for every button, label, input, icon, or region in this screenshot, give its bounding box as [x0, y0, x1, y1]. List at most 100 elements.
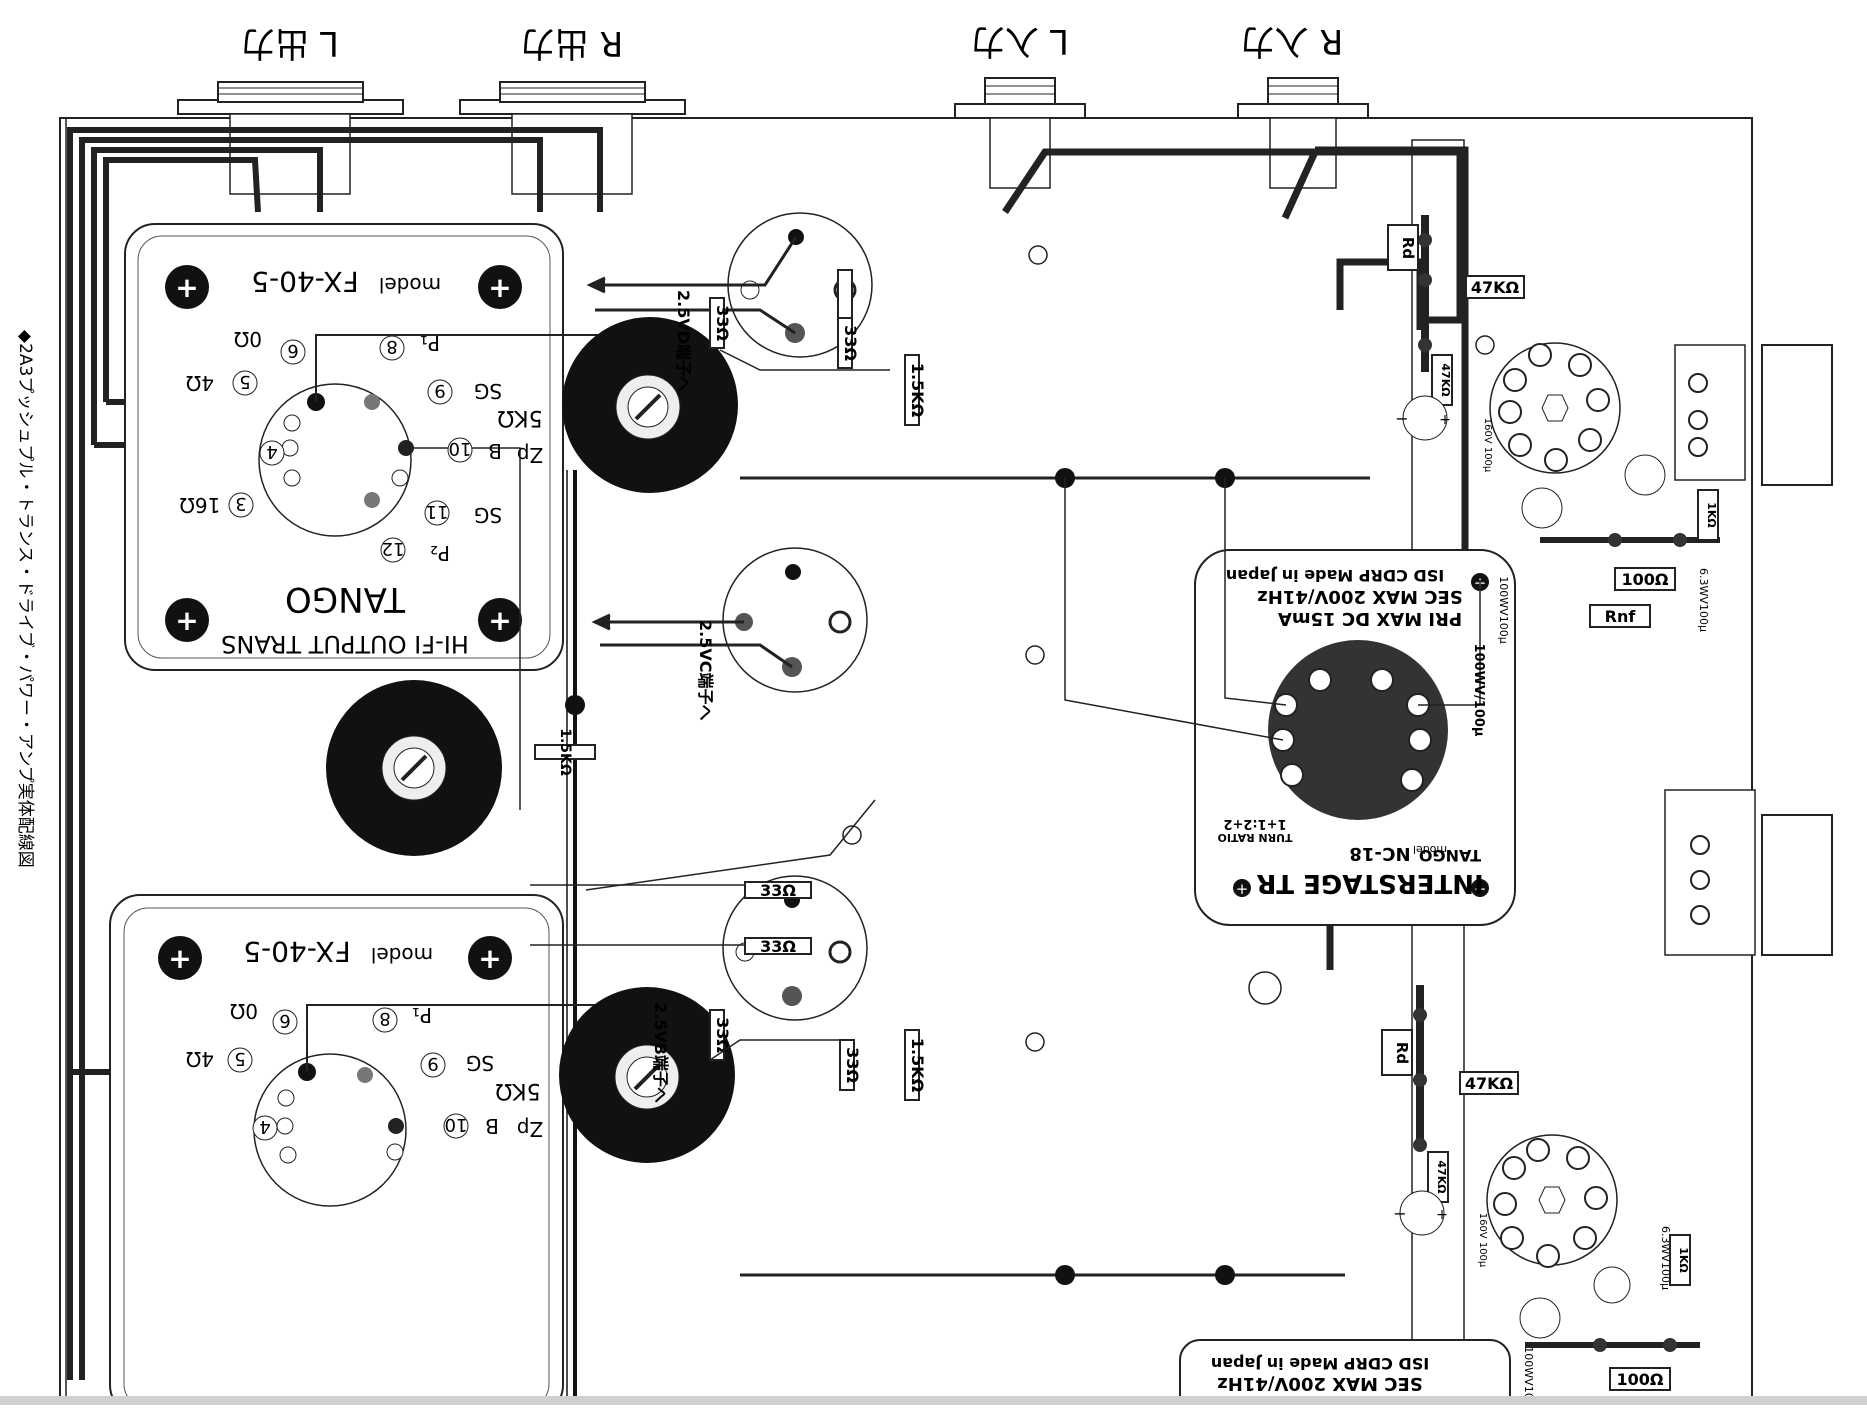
svg-text:SG: SG — [474, 503, 502, 527]
terminal-strip-2 — [1413, 985, 1427, 1152]
ot-top-maker: TANGO — [285, 579, 406, 619]
interstage-bottom-sec: SEC MAX 200V/41Hz — [1217, 1373, 1422, 1394]
svg-text:4: 4 — [266, 441, 277, 462]
resistor-47k-4-label: 47KΩ — [1435, 1160, 1448, 1194]
interstage-model: NC-18 — [1349, 843, 1410, 864]
svg-text:10: 10 — [449, 438, 472, 459]
resistor-rd-2: Rd — [1382, 1030, 1412, 1075]
resistor-33-left-1-label: 33Ω — [713, 305, 732, 341]
resistor-47k-1-label: 47KΩ — [1471, 278, 1520, 297]
terminal-block-right-top — [1675, 345, 1745, 480]
svg-text:12: 12 — [382, 538, 405, 559]
svg-text:5: 5 — [234, 1048, 245, 1069]
jack-l-in: L 入力 — [955, 21, 1085, 188]
resistor-100-2-label: 100Ω — [1617, 1370, 1664, 1389]
resistor-15k-1: 1.5KΩ — [905, 355, 927, 425]
interstage-name: INTERSTAGE TR — [1256, 868, 1483, 898]
svg-text:5: 5 — [239, 371, 250, 392]
heater-label-d: 2.5VD端子へ — [674, 290, 693, 392]
svg-text:0Ω: 0Ω — [230, 999, 258, 1023]
svg-text:SG: SG — [466, 1051, 494, 1075]
ot-top-zp: Zp — [517, 443, 543, 467]
capacitor-1-label: 160V 100μ — [1482, 418, 1493, 473]
resistor-15k-2: 1.5KΩ — [535, 728, 595, 776]
svg-text:9: 9 — [427, 1053, 438, 1074]
interstage-bottom-core: ISD CDRP Made in Japan — [1211, 1354, 1429, 1373]
ot-top-name: HI-FI OUTPUT TRANS — [221, 630, 469, 658]
terminal-strip-4 — [1525, 1338, 1700, 1352]
resistor-rd-2-label: Rd — [1393, 1042, 1411, 1064]
resistor-15k-2-label: 1.5KΩ — [557, 728, 573, 776]
terminal-block-right — [1665, 790, 1755, 955]
svg-text:−: − — [1393, 1204, 1406, 1223]
interstage-brand: TANGO — [1419, 846, 1481, 865]
resistor-33-2 — [838, 270, 852, 318]
jack-l-out: L 出力 — [178, 23, 403, 194]
resistor-100-2: 100Ω — [1610, 1368, 1670, 1390]
ot-top-model: FX-40-5 — [251, 265, 359, 298]
ot-bottom-zp: Zp — [517, 1117, 543, 1141]
svg-text:4: 4 — [259, 1116, 270, 1137]
panel-box-1 — [1762, 345, 1832, 485]
resistor-47k-3-label: 47KΩ — [1465, 1074, 1514, 1093]
capacitor-4: 100WV100μ — [1520, 1298, 1560, 1405]
svg-text:+: + — [1236, 880, 1249, 898]
driver-socket-2 — [1487, 1135, 1617, 1267]
svg-text:+: + — [1439, 412, 1451, 428]
resistor-1k-2-label: 1KΩ — [1677, 1247, 1690, 1273]
figure-caption: ◆2A3プッシュプル・トランス・ドライブ・パワー・アンプ実体配線図 — [15, 330, 36, 868]
interstage-turns: 1+1:2+2 — [1223, 816, 1286, 831]
capacitor-5-label: 6.3WV100μ — [1697, 568, 1710, 632]
heater-label-c: 2.5VC端子へ — [696, 620, 715, 720]
resistor-33-4: 33Ω — [745, 937, 811, 956]
capacitor-2: −+ 160V 100μ — [1393, 1191, 1488, 1268]
resistor-15k-1-label: 1.5KΩ — [908, 363, 927, 418]
resistor-15k-3-label: 1.5KΩ — [908, 1038, 927, 1093]
svg-text:P₁: P₁ — [412, 1003, 432, 1027]
terminal-strip-3 — [1540, 533, 1720, 547]
svg-text:3: 3 — [235, 493, 246, 514]
resistor-33-5-label: 33Ω — [843, 1047, 862, 1083]
ot-bottom-model-label: model — [371, 943, 433, 967]
resistor-100-1: 100Ω — [1615, 568, 1675, 590]
jack-l-out-label: L 出力 — [241, 23, 339, 63]
tube-socket-2 — [723, 548, 867, 692]
svg-text:4Ω: 4Ω — [186, 371, 214, 395]
svg-text:6: 6 — [287, 340, 298, 361]
svg-text:SG: SG — [474, 379, 502, 403]
svg-text:8: 8 — [379, 1008, 390, 1029]
output-transformer-bottom: + + model FX-40-5 Zp 5KΩ — [110, 895, 620, 1405]
resistor-47k-3: 47KΩ — [1460, 1072, 1518, 1094]
interstage-core: ISD CDRP Made in Japan — [1226, 566, 1444, 585]
ot-bottom-zp-value: 5KΩ — [495, 1078, 540, 1103]
svg-text:0Ω: 0Ω — [234, 327, 262, 351]
resistor-rnf-label: Rnf — [1605, 607, 1637, 626]
panel-box-2 — [1762, 815, 1832, 955]
svg-text:+: + — [175, 604, 198, 637]
jack-r-out-label: R 出力 — [521, 23, 623, 63]
svg-text:16Ω: 16Ω — [180, 493, 221, 517]
resistor-33-left-1: 33Ω — [710, 298, 732, 348]
ot-bottom-model: FX-40-5 — [243, 935, 351, 968]
heater-label-b: 2.5VB端子へ — [651, 1002, 670, 1103]
resistor-33-3: 33Ω — [745, 881, 811, 900]
resistor-33-1: 33Ω — [838, 318, 860, 368]
svg-text:−: − — [1395, 409, 1408, 428]
ot-top-model-label: model — [379, 273, 441, 297]
svg-text:+: + — [168, 942, 191, 975]
driver-socket-1 — [1490, 343, 1620, 473]
interstage-pri: PRI MAX DC 15mA — [1278, 608, 1462, 629]
svg-text:P₁: P₁ — [420, 331, 440, 355]
resistor-47k-1: 47KΩ — [1466, 276, 1524, 298]
resistor-1k-2: 1KΩ — [1670, 1235, 1690, 1285]
svg-text:11: 11 — [426, 501, 449, 522]
resistor-100-1-label: 100Ω — [1622, 570, 1669, 589]
svg-text:B: B — [488, 439, 502, 463]
jack-r-in-label: R 入力 — [1241, 21, 1343, 61]
hum-pot-3 — [559, 987, 735, 1163]
svg-text:+: + — [478, 942, 501, 975]
interstage-sec: SEC MAX 200V/41Hz — [1257, 586, 1462, 607]
svg-text:+: + — [488, 271, 511, 304]
resistor-47k-2: 47KΩ — [1432, 355, 1452, 405]
